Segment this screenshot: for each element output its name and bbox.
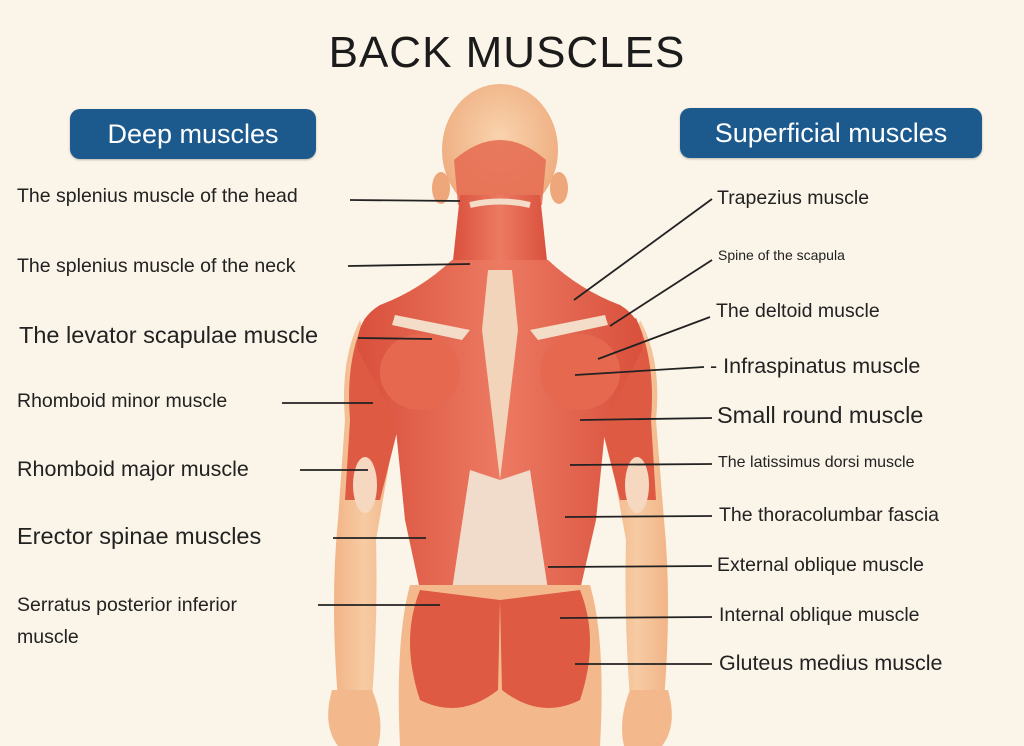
label-serratus-posterior-inferior: Serratus posterior inferior [17, 594, 238, 616]
deep-muscles-header: Deep muscles [70, 109, 316, 159]
torso [357, 260, 643, 590]
label-erector-spinae: Erector spinae muscles [17, 523, 262, 549]
label-splenius-neck: The splenius muscle of the neck [17, 255, 296, 277]
label-rhomboid-major: Rhomboid major muscle [17, 457, 249, 481]
label-thoracolumbar-fascia: The thoracolumbar fascia [719, 504, 940, 526]
diagram-title: BACK MUSCLES [328, 28, 686, 77]
label-latissimus-dorsi: The latissimus dorsi muscle [718, 454, 915, 471]
hips [398, 585, 602, 746]
label-levator-scapulae: The levator scapulae muscle [19, 322, 319, 348]
label-infraspinatus: - Infraspinatus muscle [710, 354, 921, 378]
label-rhomboid-minor: Rhomboid minor muscle [17, 390, 228, 412]
label-serratus-posterior-inferior-line2: muscle [17, 626, 79, 648]
label-small-round: Small round muscle [717, 402, 924, 428]
superficial-leader-lines [547, 198, 713, 665]
deep-leader-lines [282, 199, 471, 606]
label-internal-oblique: Internal oblique muscle [719, 604, 920, 626]
label-spine-of-scapula: Spine of the scapula [718, 247, 845, 263]
label-trapezius: Trapezius muscle [717, 187, 870, 209]
label-splenius-head: The splenius muscle of the head [17, 185, 298, 207]
label-external-oblique: External oblique muscle [717, 554, 925, 576]
superficial-muscles-header: Superficial muscles [680, 108, 982, 158]
neck [452, 195, 548, 270]
label-gluteus-medius: Gluteus medius muscle [719, 651, 943, 675]
label-deltoid: The deltoid muscle [716, 300, 880, 322]
head [432, 84, 568, 216]
